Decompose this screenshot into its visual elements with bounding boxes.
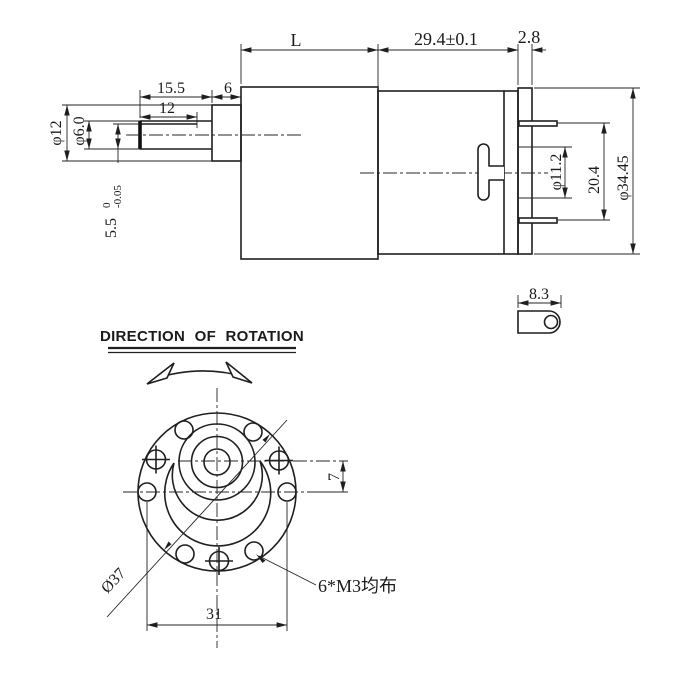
- rotation-arrow: [146, 361, 253, 385]
- dim-line-phi37: [106, 419, 288, 618]
- dim-cap-boss-dia: φ11.2: [548, 154, 565, 191]
- dim-tab-width: 8.3: [529, 286, 549, 303]
- terminal-tab-bottom: [518, 217, 558, 224]
- holes-note-leader: [258, 555, 317, 586]
- bolt-circle-dimension: 31: [146, 502, 288, 631]
- motor-end-cap: [517, 87, 533, 255]
- dim-flat-length: 12: [159, 100, 175, 117]
- dim-cap-length: 2.8: [518, 27, 541, 47]
- dim-boss-dia: φ12: [48, 120, 65, 145]
- terminal-side-profile: [477, 143, 504, 201]
- terminal-tab-hole: [543, 314, 559, 330]
- dim-flat-tol-lower: -0.05: [112, 185, 124, 208]
- gearbox-body: [240, 86, 379, 260]
- offset-dimension: 7: [309, 461, 348, 493]
- terminal-tab-shape: [517, 310, 561, 334]
- dim-flat-tol-upper: 0: [101, 202, 113, 208]
- holes-note-text: 6*M3均布: [318, 576, 397, 596]
- holes-note-arrowhead: [256, 554, 266, 563]
- dim-shaft-length: 15.5: [157, 80, 185, 97]
- holes-note: 6*M3均布: [256, 554, 397, 596]
- top-dimensions: L 29.4±0.1 2.8: [240, 27, 546, 88]
- shaft-boss: [211, 104, 242, 162]
- outer-diameter-dimension: Ø37: [98, 419, 288, 618]
- terminal-detail-view: 8.3: [517, 286, 562, 334]
- dim-shaft-dia: φ6.0: [71, 116, 88, 145]
- dim-flat-height: 5.5: [103, 218, 120, 238]
- crescent-plate-feature: [163, 460, 272, 547]
- dim-motor-dia: φ34.45: [615, 155, 632, 200]
- dim-tab-span: 20.4: [586, 166, 603, 194]
- dim-shaft-offset: 7: [326, 473, 343, 481]
- assembly-screws: [142, 445, 293, 575]
- dim-outer-dia: Ø37: [98, 565, 129, 597]
- terminal-tab-top: [518, 120, 558, 127]
- front-view: DIRECTION OF ROTATION: [98, 328, 397, 648]
- dim-bolt-circle: 31: [206, 606, 222, 623]
- dim-flat-height-group: 5.5 0 -0.05: [101, 185, 124, 238]
- dim-motor-length: 29.4±0.1: [414, 29, 478, 49]
- dim-boss-length: 6: [224, 80, 232, 97]
- side-view: L 29.4±0.1 2.8 15.5 6 12 φ12 φ6.0: [48, 27, 640, 260]
- direction-of-rotation-label: DIRECTION OF ROTATION: [100, 328, 304, 345]
- dim-gear-length: L: [291, 30, 302, 50]
- shaft-dimensions: 15.5 6 12 φ12 φ6.0 5.5 0 -0.05: [48, 80, 241, 238]
- rear-dimensions: φ11.2 20.4 φ34.45: [534, 87, 640, 255]
